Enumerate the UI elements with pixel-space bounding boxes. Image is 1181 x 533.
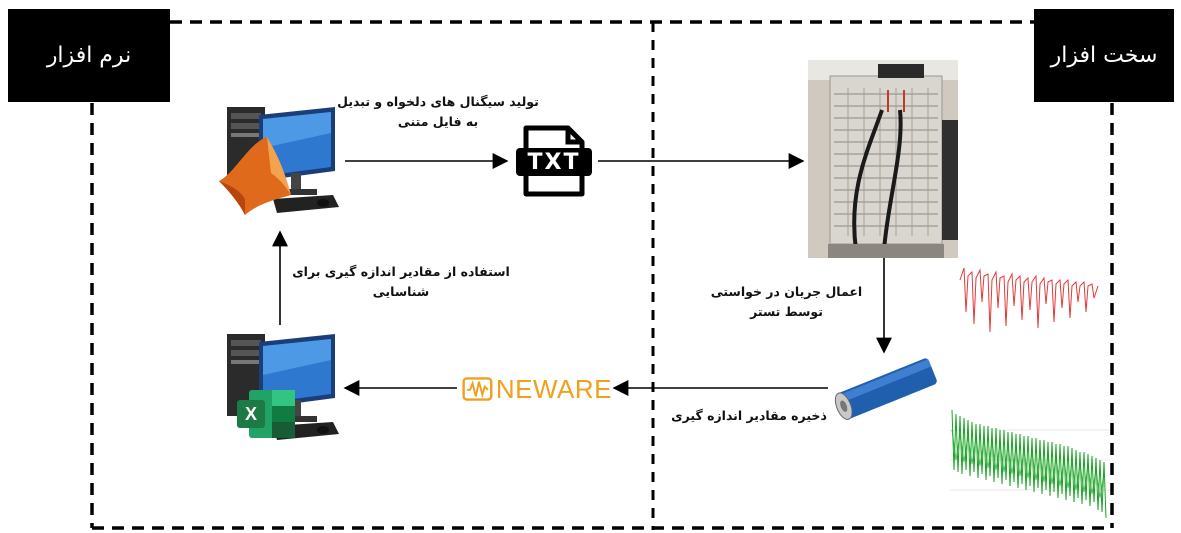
store-measurements-caption: ذخیره مقادیر اندازه گیری	[671, 408, 827, 423]
battery-tester-image	[808, 60, 958, 258]
current-signal-plot	[959, 267, 1099, 333]
hardware-label: سخت افزار	[1034, 9, 1174, 102]
neware-wordmark: NEWARE	[495, 373, 612, 404]
battery-cell-icon	[834, 358, 937, 420]
excel-letter: X	[244, 403, 257, 424]
matlab-computer-icon	[219, 107, 339, 215]
use-measurements-caption: استفاده از مقادیر اندازه گیری برای شناسا…	[292, 264, 510, 299]
excel-computer-icon	[227, 334, 339, 440]
txt-file-icon: TXT	[512, 124, 596, 198]
voltage-signal-plot	[950, 409, 1110, 519]
neware-logo: NEWARE	[462, 372, 612, 406]
dashed-frame	[90, 20, 1114, 530]
txt-label: TXT	[527, 149, 581, 175]
generate-caption: تولید سیگنال های دلخواه و تبدیل به فایل …	[337, 94, 539, 129]
software-label: نرم افزار	[8, 9, 170, 102]
apply-current-caption: اعمال جریان در خواستی توسط تستر	[710, 284, 863, 319]
neware-wave-icon	[462, 377, 493, 401]
